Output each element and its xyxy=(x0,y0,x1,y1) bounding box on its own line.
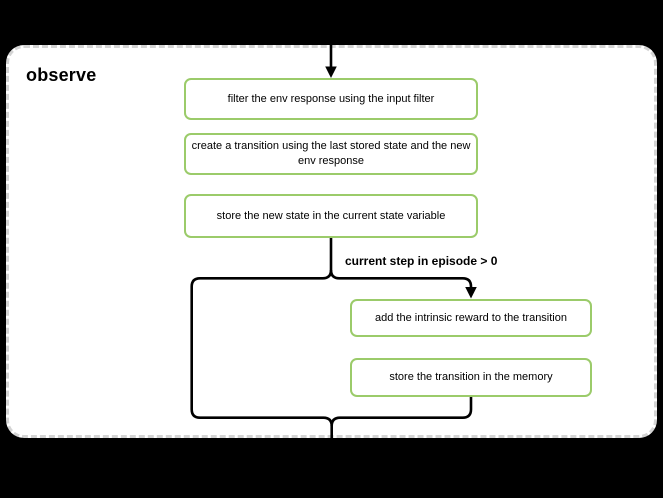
node-label: filter the env response using the input … xyxy=(227,92,435,105)
node-label: store the new state in the current state… xyxy=(216,209,446,222)
condition-arrowhead-icon xyxy=(465,287,477,299)
node-filter-env-response: filter the env response using the input … xyxy=(184,78,478,120)
group-title: observe xyxy=(26,65,97,85)
node-label: add the intrinsic reward to the transiti… xyxy=(375,311,567,324)
node-create-transition: create a transition using the last store… xyxy=(184,133,478,175)
node-label: create a transition using the last store… xyxy=(191,140,471,167)
node-label: store the transition in the memory xyxy=(389,371,553,384)
edge-merge-return xyxy=(330,396,473,427)
edge-condition-branch xyxy=(329,269,473,288)
entry-arrowhead-icon xyxy=(325,66,337,78)
condition-label: current step in episode > 0 xyxy=(345,254,498,268)
edge-skip-loop xyxy=(190,238,333,456)
node-store-new-state: store the new state in the current state… xyxy=(184,194,478,238)
node-add-intrinsic-reward: add the intrinsic reward to the transiti… xyxy=(350,299,592,337)
node-store-transition: store the transition in the memory xyxy=(350,358,592,397)
